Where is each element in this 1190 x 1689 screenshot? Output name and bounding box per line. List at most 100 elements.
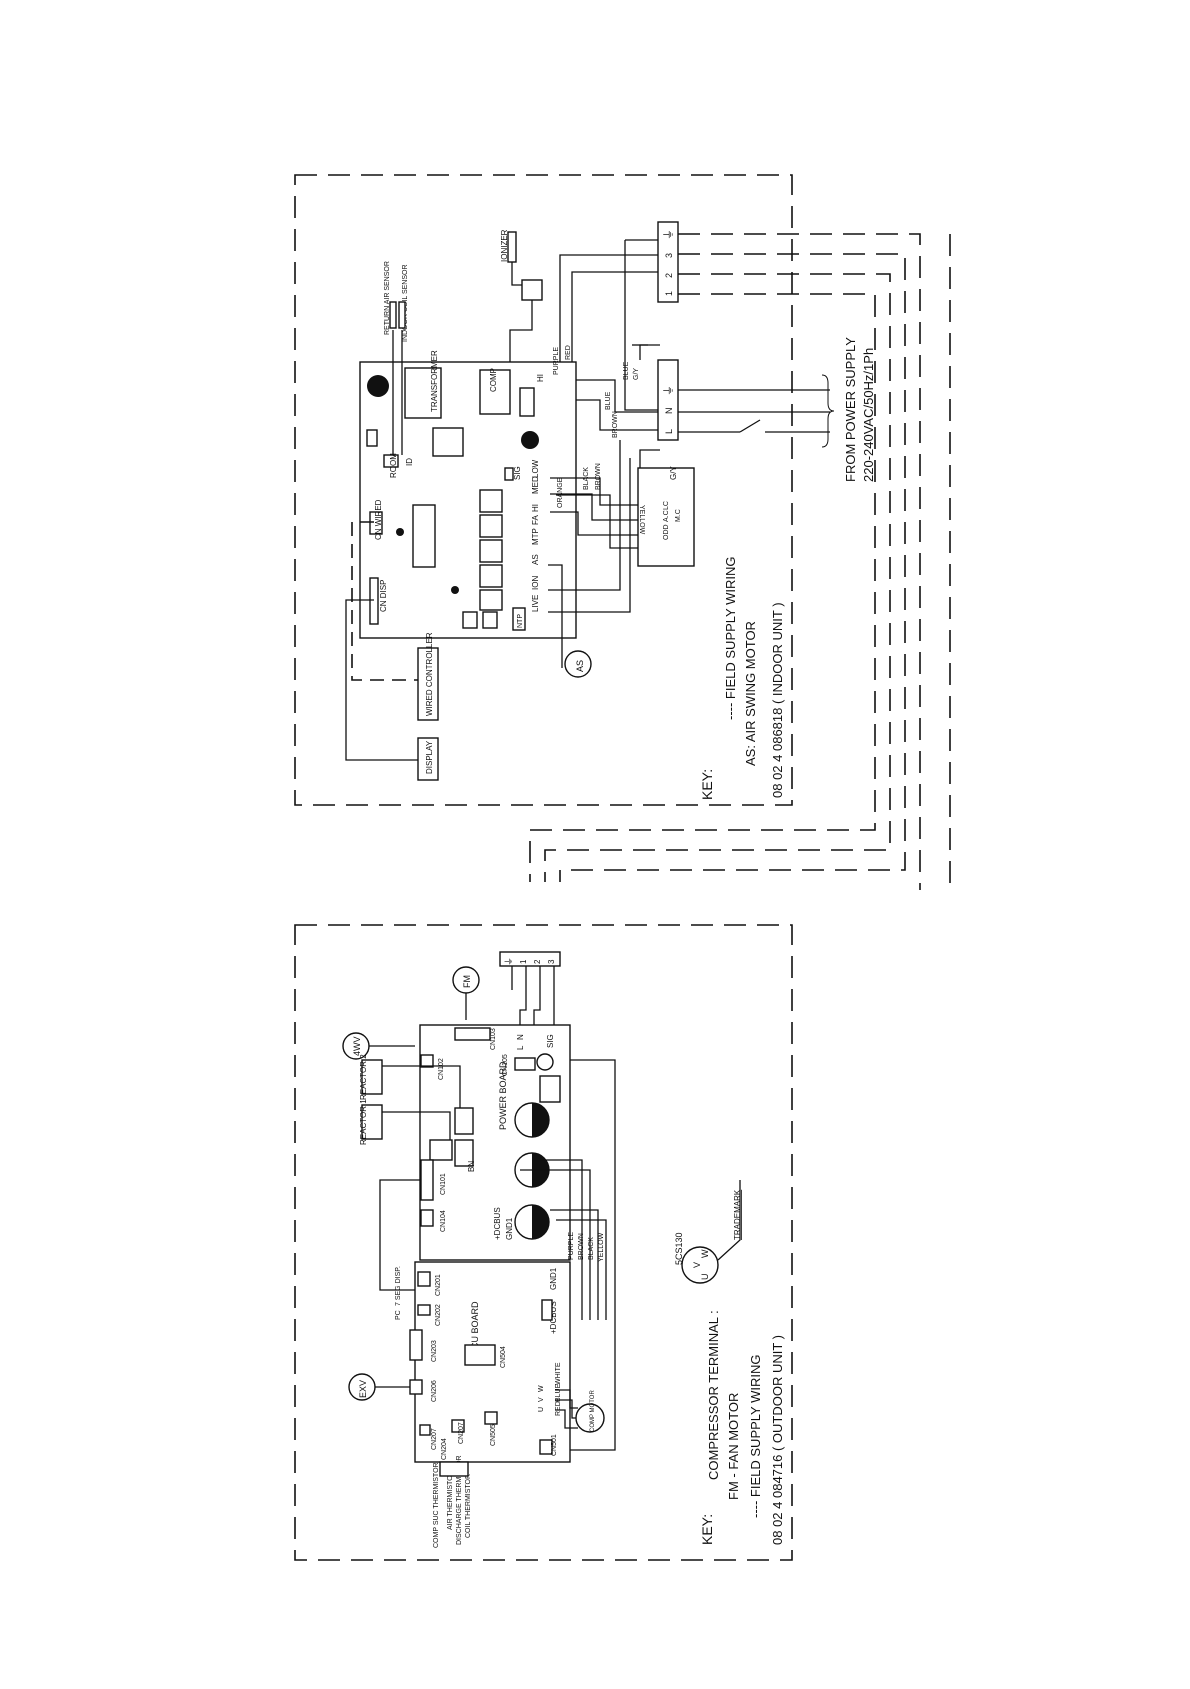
indoor-relay-label-live: LIVE [531, 595, 540, 612]
outdoor-key-fan-motor: FM - FAN MOTOR [726, 1393, 741, 1500]
indoor-control-board [359, 361, 577, 639]
outdoor-terminal-earth: ⏚ [504, 957, 514, 966]
outdoor-wire-label-black: BLACK [588, 1237, 595, 1260]
outdoor-cn201 [417, 1271, 431, 1287]
indoor-wire-orange [550, 511, 638, 536]
outdoor-key-compressor-terminal: COMPRESSOR TERMINAL : [706, 1310, 721, 1480]
indoor-transformer-label: TRANSFORMER [430, 350, 439, 412]
outdoor-relay [429, 1139, 453, 1161]
indoor-field-wire-earth [678, 233, 921, 890]
indoor-test-point [396, 528, 404, 536]
outdoor-key-part-number: 08 02 4 084716 ( OUTDOOR UNIT ) [770, 1335, 785, 1545]
outdoor-bulk-capacitor-3-fill [532, 1205, 549, 1239]
outdoor-exv-label: EXV [358, 1380, 368, 1398]
indoor-unit-diagram: TRANSFORMER COMP HI NTP SIG LOW MED HI F… [294, 174, 951, 890]
indoor-as-label: AS [575, 660, 585, 672]
indoor-field-wire-3 [559, 253, 906, 882]
indoor-small-component [366, 429, 378, 447]
outdoor-cn501-label: CN501 [551, 1434, 558, 1456]
indoor-wired-controller [417, 647, 439, 721]
indoor-comp-label: COMP [489, 368, 498, 392]
outdoor-compressor-terminal-symbol [681, 1246, 719, 1284]
indoor-wire-live [548, 458, 631, 613]
indoor-hi-label: HI [536, 374, 545, 382]
indoor-wire-label-yellow: YELLOW [638, 505, 645, 535]
indoor-cn-disp-label: CN DISP [379, 580, 388, 612]
outdoor-cn104-label: CN104 [440, 1210, 447, 1232]
indoor-wire-purple [559, 254, 663, 362]
outdoor-wire-label-blue: BLUE [555, 1383, 562, 1402]
outdoor-cn103-label: CN103 [490, 1028, 497, 1050]
indoor-motor-odd: ODD [663, 524, 670, 540]
indoor-ionizer-body [507, 231, 517, 263]
indoor-ionizer-label: IONIZER [500, 229, 509, 262]
indoor-supply-l: L [664, 429, 674, 434]
outdoor-reactor-connector-2 [454, 1139, 474, 1167]
indoor-relay-4 [479, 564, 503, 588]
outdoor-bn-label: BN [467, 1161, 476, 1172]
indoor-motor-ac: A.C [663, 510, 670, 522]
outdoor-cn204-label: CN204 [441, 1438, 448, 1460]
indoor-relay-5 [479, 589, 503, 611]
power-supply-brace [821, 374, 835, 448]
outdoor-cn207b-label: CN207 [431, 1428, 438, 1450]
indoor-cn-wired-label: CN WIRED [374, 499, 383, 540]
power-supply-rating: 220-240VAC/50Hz/1Ph [861, 348, 876, 482]
indoor-cn-disp-connector [369, 577, 379, 625]
indoor-ground-symbol [639, 344, 660, 360]
outdoor-compressor-v: V [692, 1262, 702, 1268]
indoor-key-title: KEY: [699, 769, 715, 800]
indoor-terminal-3: 3 [664, 253, 674, 258]
indoor-fuse-3 [482, 611, 498, 629]
outdoor-cn203-label: CN203 [431, 1340, 438, 1362]
outdoor-l-label: L [516, 1045, 525, 1050]
outdoor-n-label: N [516, 1034, 525, 1040]
indoor-wire-blue-n [576, 379, 658, 413]
outdoor-cn105-label: CN105 [502, 1054, 509, 1076]
outdoor-cn501 [539, 1439, 553, 1455]
indoor-terminal-2: 2 [664, 273, 674, 278]
indoor-relay-1 [479, 489, 503, 513]
outdoor-cn201-label: CN201 [435, 1274, 442, 1296]
outdoor-w-label: W [538, 1385, 545, 1392]
indoor-wire-label-red: RED [565, 345, 572, 360]
indoor-key-field-wiring: ---- FIELD SUPPLY WIRING [723, 557, 738, 720]
outdoor-dcbus-terminal [541, 1299, 553, 1321]
outdoor-wire-2 [533, 966, 541, 1028]
indoor-as-wire [548, 564, 563, 668]
indoor-fan-motor [637, 467, 695, 567]
indoor-supply-switch [739, 419, 761, 433]
outdoor-wire-label-purple: PURPLE [568, 1232, 575, 1260]
indoor-relay-label-med: MED [531, 476, 540, 494]
outdoor-compressor-u: U [700, 1274, 710, 1281]
outdoor-sig-label: SIG [546, 1034, 555, 1048]
outdoor-cn102-label: CN102 [438, 1058, 445, 1080]
outdoor-compressor-model: 5CS130 [674, 1232, 684, 1265]
outdoor-reactor-1 [361, 1104, 383, 1140]
indoor-wire-label-brown: BROWN [612, 411, 619, 438]
indoor-ionizer-module [521, 279, 543, 301]
indoor-wire-label-blue: BLUE [623, 361, 630, 380]
indoor-coil-sensor [398, 301, 406, 329]
indoor-board-capacitor [367, 375, 389, 397]
outdoor-thermistor-discharge: DISCHARGE THERMISTOR [456, 1455, 463, 1545]
indoor-heatsink [432, 427, 464, 457]
indoor-test-point-2 [451, 586, 459, 594]
outdoor-cn202-label: CN202 [435, 1304, 442, 1326]
power-supply-label: FROM POWER SUPPLY [843, 337, 858, 482]
indoor-room-label: ROOM [389, 453, 398, 478]
indoor-ionizer-wire [511, 262, 522, 286]
outdoor-u-label: U [538, 1407, 545, 1412]
outdoor-comp-wire-w [555, 1389, 578, 1409]
indoor-return-air-sensor [389, 301, 397, 329]
outdoor-thermistor-coil: COIL THERMISTOR [465, 1474, 472, 1538]
indoor-relay-3 [479, 539, 503, 563]
outdoor-gnd1-label: GND1 [505, 1217, 514, 1240]
indoor-relay-label-mtp: MTP [531, 528, 540, 545]
indoor-field-wire-1 [529, 293, 876, 882]
outdoor-cn207-label: CN207 [458, 1422, 465, 1444]
indoor-display-label: DISPLAY [425, 740, 434, 774]
indoor-display [417, 737, 439, 781]
indoor-cn-wired-connector [369, 511, 383, 535]
indoor-fuse-2 [462, 611, 478, 629]
